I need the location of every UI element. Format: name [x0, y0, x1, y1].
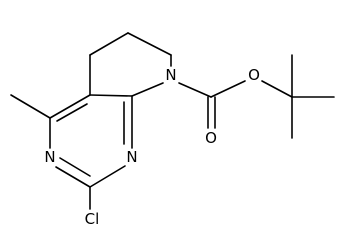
- bond-n3-c2-inner: [59, 157, 91, 177]
- bond-n3-c2: [55, 166, 91, 188]
- atom-n-ring-top: N: [165, 66, 176, 84]
- atom-ester-o-double: O: [205, 129, 217, 147]
- bond-c8a-c4a: [89, 94, 133, 97]
- bond-n8-c8a: [131, 82, 164, 97]
- bond-n8-carbonyl: [178, 82, 212, 98]
- bond-layer: [10, 32, 335, 210]
- bond-o-tbu: [261, 80, 293, 98]
- atom-n-ring-right: N: [126, 148, 137, 166]
- bond-carbonyl-o-single: [210, 80, 246, 98]
- atom-chlorine: Cl: [85, 210, 100, 228]
- bond-c2-n1: [89, 165, 126, 188]
- bond-c4-methyl: [10, 94, 51, 119]
- atom-n-ring-left: N: [44, 148, 55, 166]
- atom-ester-o-single: O: [248, 66, 260, 84]
- bond-c4a-c4-inner: [56, 103, 88, 122]
- atom-label-layer: N N N Cl O O: [44, 66, 260, 228]
- bond-c6-c7: [127, 32, 172, 56]
- bond-c5-c6: [89, 32, 129, 56]
- bond-c4a-c4: [49, 94, 91, 119]
